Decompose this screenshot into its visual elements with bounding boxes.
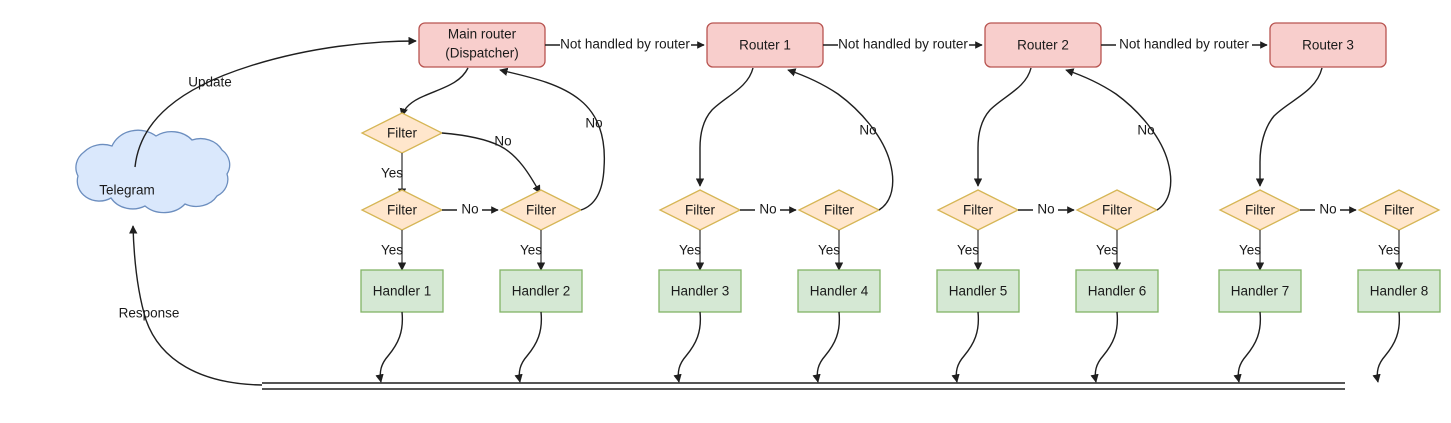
edge-router3-to-filter7 bbox=[1255, 67, 1323, 187]
edge-handler4-to-rail bbox=[812, 311, 841, 383]
edge-label-yes-7: Yes bbox=[1239, 243, 1261, 258]
filter-node-5[interactable]: Filter bbox=[936, 189, 1020, 231]
filter-diamond-8-shape bbox=[1357, 189, 1441, 231]
handler-box-8-rect bbox=[1357, 269, 1441, 313]
filter-diamond-1-shape bbox=[360, 189, 444, 231]
edge-label-not-handled-3: Not handled by router bbox=[1119, 37, 1249, 52]
edge-label-yes-2: Yes bbox=[520, 243, 542, 258]
filter-node-6[interactable]: Filter bbox=[1075, 189, 1159, 231]
edge-label-not-handled-2: Not handled by router bbox=[838, 37, 968, 52]
edge-update bbox=[134, 36, 417, 168]
filter-node-8[interactable]: Filter bbox=[1357, 189, 1441, 231]
edge-label-yes-3: Yes bbox=[679, 243, 701, 258]
edge-handler5-to-rail bbox=[951, 311, 980, 383]
edge-router1-to-filter3 bbox=[695, 67, 754, 187]
handler-node-7[interactable]: Handler 7 bbox=[1218, 269, 1302, 313]
edge-label-update: Update bbox=[188, 75, 232, 90]
edge-handler1-to-rail bbox=[375, 311, 404, 383]
edge-filter-top-no bbox=[441, 132, 541, 194]
router-box-router1-rect bbox=[706, 22, 824, 68]
handler-node-3[interactable]: Handler 3 bbox=[658, 269, 742, 313]
cloud-shape-icon bbox=[75, 129, 231, 214]
edge-label-yes-5: Yes bbox=[957, 243, 979, 258]
edge-label-yes-top: Yes bbox=[381, 166, 403, 181]
filter-diamond-top-a-shape bbox=[360, 112, 444, 154]
filter-node-1[interactable]: Filter bbox=[360, 189, 444, 231]
handler-node-5[interactable]: Handler 5 bbox=[936, 269, 1020, 313]
telegram-cloud-node[interactable]: Telegram bbox=[75, 129, 231, 214]
handler-box-5-rect bbox=[936, 269, 1020, 313]
router-box-router2-rect bbox=[984, 22, 1102, 68]
filter-node-4[interactable]: Filter bbox=[797, 189, 881, 231]
edge-response bbox=[129, 225, 263, 386]
filter-diamond-4-shape bbox=[797, 189, 881, 231]
filter-diamond-3-shape bbox=[658, 189, 742, 231]
edge-dispatcher-to-filter-top bbox=[399, 67, 469, 117]
filter-diamond-5-shape bbox=[936, 189, 1020, 231]
router-node-dispatcher[interactable]: Main router (Dispatcher) bbox=[418, 22, 546, 68]
handler-node-2[interactable]: Handler 2 bbox=[499, 269, 583, 313]
edge-filter2-no-back bbox=[499, 67, 606, 211]
router-node-router2[interactable]: Router 2 bbox=[984, 22, 1102, 68]
filter-node-2[interactable]: Filter bbox=[499, 189, 583, 231]
filter-diamond-7-shape bbox=[1218, 189, 1302, 231]
router-box-router3-rect bbox=[1269, 22, 1387, 68]
filter-node-top-a[interactable]: Filter bbox=[360, 112, 444, 154]
edge-label-no-filter7: No bbox=[1319, 202, 1336, 217]
edge-router2-to-filter5 bbox=[973, 67, 1032, 187]
edge-label-yes-4: Yes bbox=[818, 243, 840, 258]
router-node-router3[interactable]: Router 3 bbox=[1269, 22, 1387, 68]
edge-label-yes-6: Yes bbox=[1096, 243, 1118, 258]
edge-label-no-filter3: No bbox=[759, 202, 776, 217]
handler-node-8[interactable]: Handler 8 bbox=[1357, 269, 1441, 313]
edge-label-no-top: No bbox=[494, 134, 511, 149]
handler-node-1[interactable]: Handler 1 bbox=[360, 269, 444, 313]
handler-box-1-rect bbox=[360, 269, 444, 313]
edge-label-yes-1: Yes bbox=[381, 243, 403, 258]
edge-handler7-to-rail bbox=[1233, 311, 1262, 383]
edge-handler8-to-rail bbox=[1372, 311, 1401, 383]
edge-label-not-handled-1: Not handled by router bbox=[560, 37, 690, 52]
filter-node-3[interactable]: Filter bbox=[658, 189, 742, 231]
edge-label-no-filter1: No bbox=[461, 202, 478, 217]
edge-filter6-no-back bbox=[1065, 68, 1172, 211]
edge-handler6-to-rail bbox=[1090, 311, 1119, 383]
handler-box-4-rect bbox=[797, 269, 881, 313]
router-node-router1[interactable]: Router 1 bbox=[706, 22, 824, 68]
edge-handler2-to-rail bbox=[514, 311, 543, 383]
handler-box-2-rect bbox=[499, 269, 583, 313]
handler-box-3-rect bbox=[658, 269, 742, 313]
edge-filter4-no-back bbox=[787, 68, 894, 211]
edge-label-no-filter5: No bbox=[1037, 202, 1054, 217]
filter-diamond-2-shape bbox=[499, 189, 583, 231]
edge-label-yes-8: Yes bbox=[1378, 243, 1400, 258]
handler-box-6-rect bbox=[1075, 269, 1159, 313]
edge-handler3-to-rail bbox=[673, 311, 702, 383]
handler-box-7-rect bbox=[1218, 269, 1302, 313]
filter-node-7[interactable]: Filter bbox=[1218, 189, 1302, 231]
filter-diamond-6-shape bbox=[1075, 189, 1159, 231]
handler-node-6[interactable]: Handler 6 bbox=[1075, 269, 1159, 313]
edge-label-response: Response bbox=[119, 306, 180, 321]
router-box-dispatcher-rect bbox=[418, 22, 546, 68]
handler-node-4[interactable]: Handler 4 bbox=[797, 269, 881, 313]
